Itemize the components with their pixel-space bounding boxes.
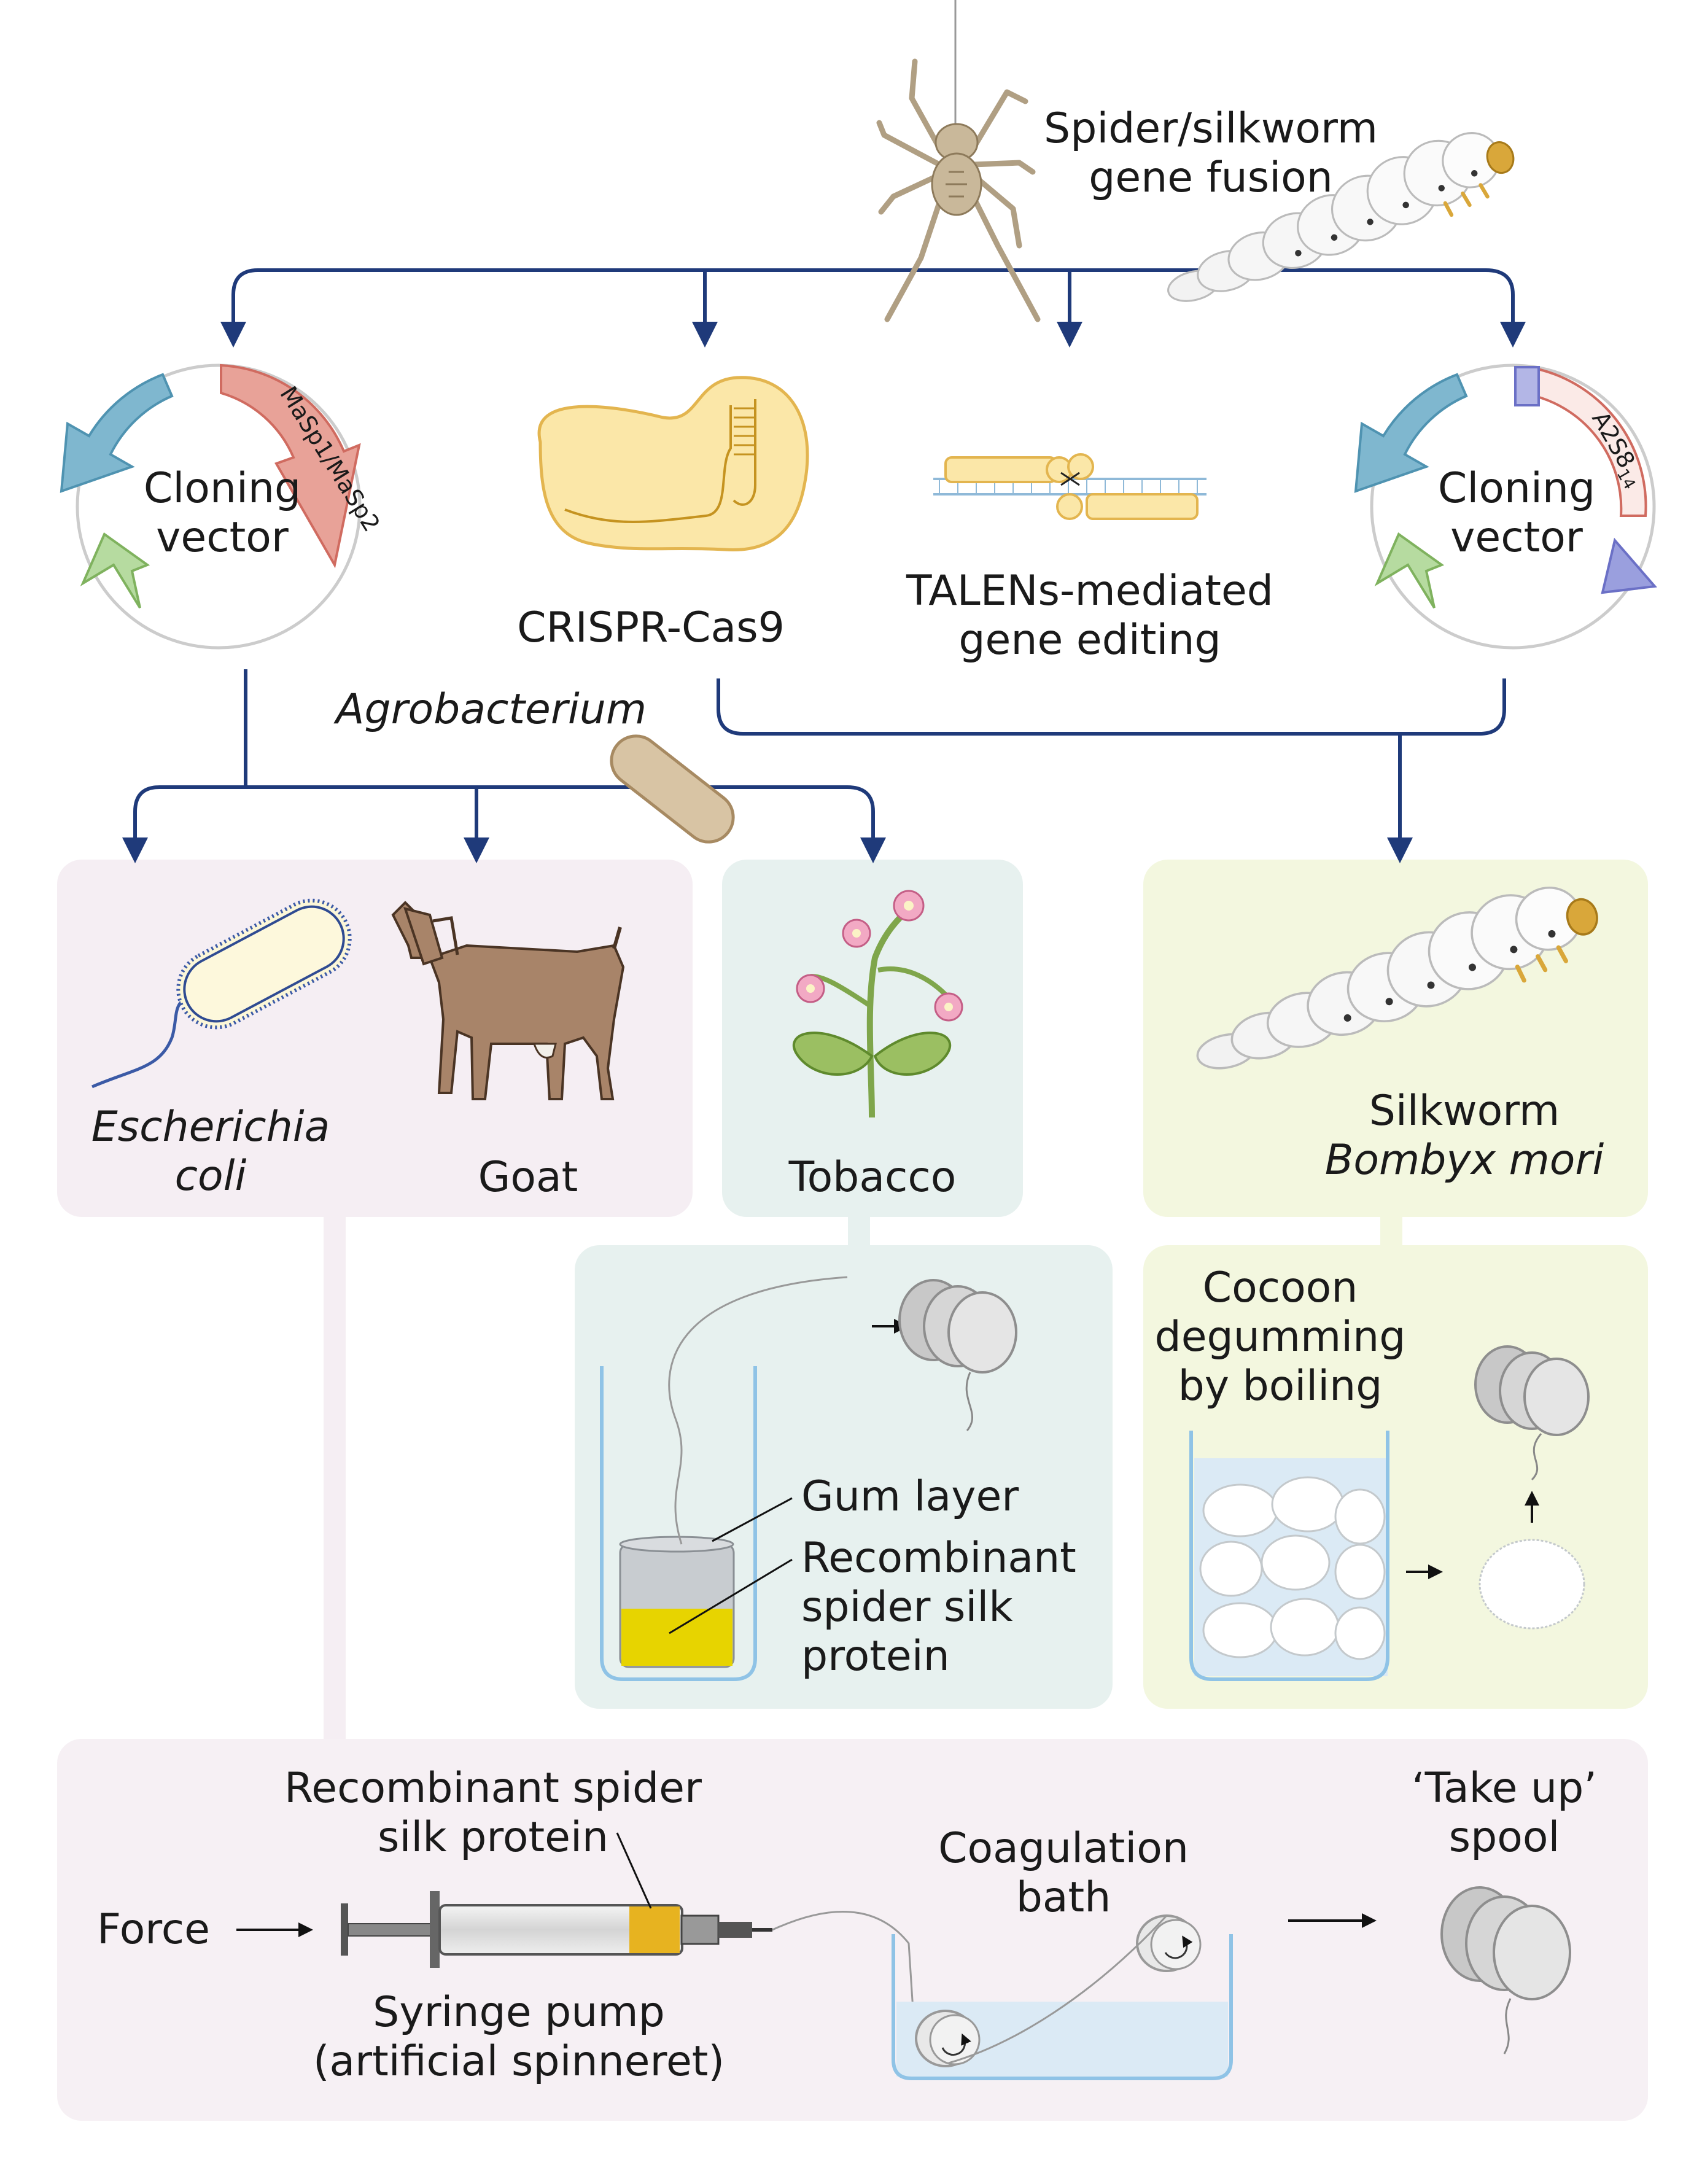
tobacco-spool bbox=[872, 1279, 1017, 1431]
tobacco-beaker bbox=[600, 1276, 848, 1681]
bath-line1: Coagulation bbox=[938, 1824, 1189, 1873]
bath-line2: bath bbox=[1016, 1873, 1111, 1922]
cocoon-line2: degumming bbox=[1155, 1313, 1406, 1361]
degummed-silk bbox=[1479, 1539, 1585, 1630]
syringe-protein-pointer bbox=[616, 1832, 652, 1909]
ecoli-line2: coli bbox=[175, 1152, 247, 1200]
crispr-cas9-illustration bbox=[537, 376, 809, 552]
force-label: Force bbox=[97, 1905, 210, 1954]
cocoon-beaker bbox=[1189, 1431, 1389, 1681]
gene-fusion-line2: gene fusion bbox=[1089, 154, 1333, 202]
goat-illustration bbox=[391, 901, 625, 1100]
spool-line2: spool bbox=[1449, 1813, 1560, 1862]
spool-line1: ‘Take up’ bbox=[1412, 1764, 1597, 1813]
tobacco-label: Tobacco bbox=[788, 1153, 957, 1202]
silkworm-top-illustration bbox=[1167, 132, 1515, 302]
silkworm-panel-illustration bbox=[1196, 886, 1598, 1070]
left-vector-line1: Cloning bbox=[144, 464, 301, 513]
crispr-label: CRISPR-Cas9 bbox=[517, 604, 785, 652]
cocoon-spool bbox=[1474, 1345, 1590, 1481]
left-vector-line2: vector bbox=[156, 513, 289, 562]
tobacco-connector bbox=[848, 1217, 870, 1245]
talens-illustration bbox=[933, 453, 1207, 520]
tobacco-protein-line3: protein bbox=[801, 1632, 950, 1681]
agrobacterium-label: Agrobacterium bbox=[333, 685, 647, 734]
top-distribution-arrows bbox=[220, 268, 1526, 348]
spin-protein-line1: Recombinant spider bbox=[284, 1764, 702, 1813]
agrobacterium-rod bbox=[610, 734, 735, 844]
right-vector-line1: Cloning bbox=[1438, 464, 1595, 513]
tobacco-protein-line2: spider silk bbox=[801, 1583, 1013, 1631]
spider-illustration bbox=[876, 0, 1041, 322]
silkworm-line1: Silkworm bbox=[1369, 1087, 1560, 1135]
spinning-panel bbox=[57, 1739, 1648, 2121]
host-arrows bbox=[122, 669, 1506, 863]
pink-connector bbox=[324, 1217, 346, 1739]
gene-fusion-line1: Spider/silkworm bbox=[1044, 104, 1378, 153]
cocoon-line3: by boiling bbox=[1178, 1362, 1383, 1410]
cocoon-line1: Cocoon bbox=[1203, 1264, 1358, 1312]
ecoli-line1: Escherichia bbox=[91, 1103, 330, 1151]
silkworm-line2: Bombyx mori bbox=[1325, 1136, 1604, 1184]
gum-pointer bbox=[712, 1497, 793, 1542]
tobacco-protein-line1: Recombinant bbox=[801, 1534, 1076, 1582]
spin-protein-line2: silk protein bbox=[378, 1813, 608, 1862]
pump-line1: Syringe pump bbox=[373, 1988, 665, 2037]
tobacco-illustration bbox=[793, 890, 963, 1118]
coagulation-bath bbox=[892, 1914, 1233, 2080]
syringe-pump bbox=[341, 1891, 916, 2039]
ecoli-illustration bbox=[91, 898, 352, 1089]
goat-label: Goat bbox=[478, 1153, 578, 1202]
right-vector-line2: vector bbox=[1450, 513, 1583, 562]
talens-line1: TALENs-mediated bbox=[906, 567, 1273, 615]
pump-line2: (artificial spinneret) bbox=[313, 2037, 725, 2086]
gum-layer-label: Gum layer bbox=[801, 1472, 1019, 1521]
silkworm-connector bbox=[1380, 1217, 1402, 1245]
talens-line2: gene editing bbox=[958, 616, 1221, 664]
protein-pointer bbox=[669, 1558, 793, 1634]
take-up-spool bbox=[1440, 1886, 1571, 2054]
